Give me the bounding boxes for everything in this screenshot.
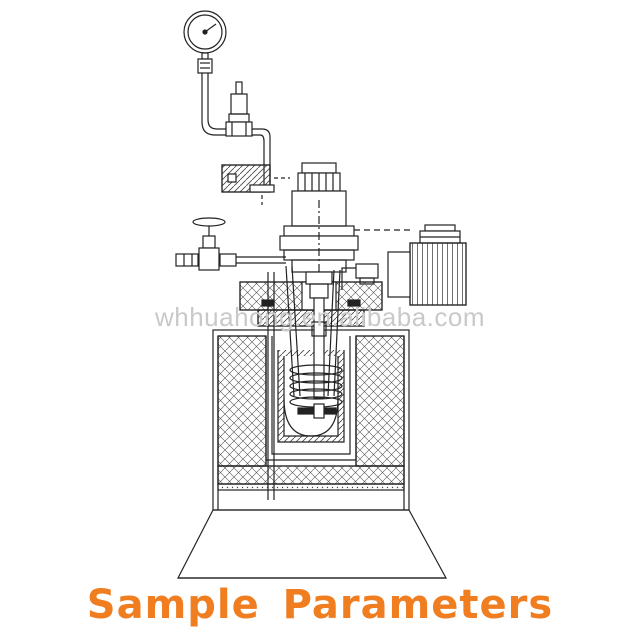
watermark: whhuahong.en.alibaba.com [154,302,486,332]
pressure-gauge-icon [183,10,227,74]
caption-title: Sample Parameters [86,582,554,628]
reactor-cover [239,281,383,327]
impeller [297,403,337,419]
upper-valve-icon [225,81,253,137]
cooling-coil [289,364,343,408]
outlet-fitting [341,263,379,290]
stirring-shaft [305,271,333,399]
motor-icon [387,224,467,306]
bracket-block [221,164,290,205]
support-stand [177,509,448,579]
inner-vessel [265,336,357,461]
gauge-pipe [201,73,238,136]
inlet-valve-icon [175,217,286,271]
